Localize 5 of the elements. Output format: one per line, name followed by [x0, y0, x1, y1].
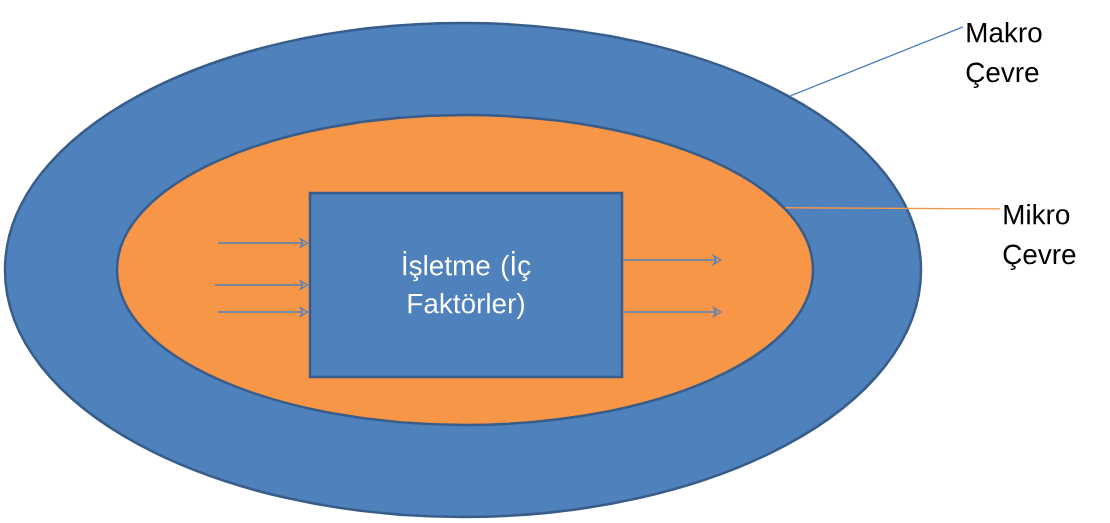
label-text: Makro Çevre	[966, 22, 1042, 88]
process-box: İşletme (İç Faktörler)	[308, 191, 624, 379]
leader-line	[784, 207, 1001, 210]
label-text: Mikro Çevre	[1003, 204, 1076, 270]
leader-line	[789, 26, 964, 97]
